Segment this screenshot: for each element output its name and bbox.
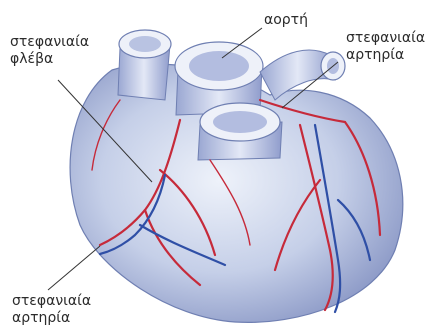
coronary-artery-right-label-line1: στεφανιαία [346,30,425,47]
coronary-artery-right-label-line2: αρτηρία [346,47,425,64]
coronary-vein-label: στεφανιαία φλέβα [10,34,89,68]
leader-line-coronary-artery-left [48,246,100,290]
coronary-artery-left-label-line1: στεφανιαία [12,293,91,310]
coronary-artery-left-label: στεφανιαία αρτηρία [12,293,91,327]
aorta-label-text: αορτή [264,12,308,29]
coronary-vein-label-line2: φλέβα [10,51,89,68]
coronary-vein-label-line1: στεφανιαία [10,34,89,51]
coronary-artery-right-label: στεφανιαία αρτηρία [346,30,425,64]
coronary-artery-left-label-line2: αρτηρία [12,310,91,327]
aorta-label: αορτή [264,12,308,29]
